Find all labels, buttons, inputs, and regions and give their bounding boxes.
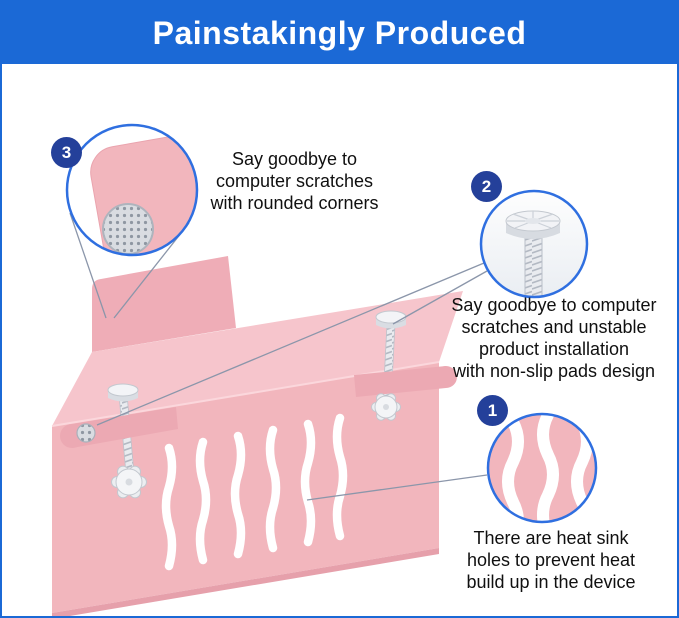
callout-badge-non-slip-pads: 2 [471, 171, 502, 202]
callout-text-heat-sink: There are heat sink holes to prevent hea… [466, 528, 636, 592]
callout-badge-heat-sink: 1 [477, 395, 508, 426]
header-banner: Painstakingly Produced [2, 2, 677, 64]
non-slip-pad [76, 423, 96, 443]
badge-number: 3 [61, 142, 72, 162]
product-bracket [51, 256, 463, 616]
badge-number: 1 [487, 400, 498, 420]
non-slip-pad-zoom [102, 203, 154, 255]
thumb-knob-left [111, 465, 147, 499]
callout-text-non-slip-pads: Say goodbye to computer scratches and un… [451, 295, 657, 381]
badge-number: 2 [481, 176, 492, 196]
heat-vent-slots [161, 413, 348, 571]
connector-lines [69, 212, 488, 501]
product-back-lip [92, 256, 236, 352]
page-title: Painstakingly Produced [152, 14, 527, 51]
product-front-edge-highlight [51, 361, 440, 427]
magnifier-clamp-screw [479, 189, 589, 299]
callout-text-rounded-corners: Say goodbye to computer scratches with r… [210, 149, 379, 213]
magnifier-rounded-corner [65, 123, 199, 257]
product-bottom-flange [52, 548, 439, 616]
right-clamp-screw [354, 310, 457, 421]
thumb-knob-right [371, 393, 401, 421]
magnifier-heat-sink-holes [486, 412, 598, 524]
callout-badge-rounded-corners: 3 [51, 137, 82, 168]
